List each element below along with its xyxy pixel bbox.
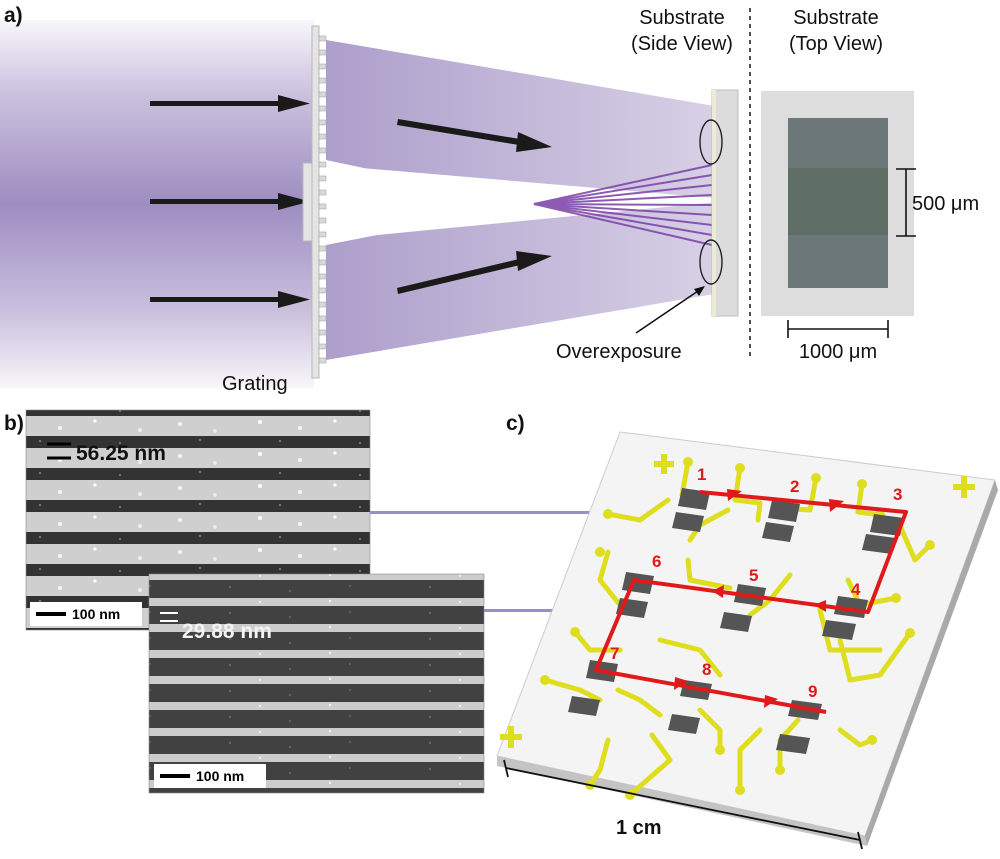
- device-number-3: 3: [893, 485, 902, 504]
- device-number-2: 2: [790, 477, 799, 496]
- top-view-title-1: Substrate: [793, 7, 879, 29]
- alignment-crosses: [500, 454, 975, 748]
- side-view-title-2: (Side View): [631, 33, 733, 55]
- grating: [302, 25, 327, 379]
- chip-scale-bar: [503, 759, 863, 850]
- width-dimension-label: 1000 μm: [799, 341, 877, 363]
- panel-label-c: c): [506, 412, 525, 435]
- top-view-title-2: (Top View): [789, 33, 883, 55]
- sem-1-scale-label: 100 nm: [72, 606, 120, 622]
- sem-1-period-label: 56.25 nm: [76, 442, 166, 465]
- device-number-6: 6: [652, 552, 661, 571]
- incident-arrows: [150, 95, 310, 308]
- device-number-8: 8: [702, 660, 711, 679]
- device-number-1: 1: [697, 465, 706, 484]
- diffracted-beam-lower: [326, 200, 738, 360]
- sem-2-scale-label: 100 nm: [196, 768, 244, 784]
- grating-label: Grating: [222, 373, 288, 395]
- device-numbers: 1 2 3 4 5 6 7 8 9: [610, 465, 902, 701]
- diffracted-arrows: [397, 119, 552, 294]
- substrate-side-view: [635, 89, 739, 334]
- substrate-top-view: [761, 91, 916, 338]
- measurement-path: [594, 490, 908, 714]
- panel-a-beams: [0, 20, 738, 388]
- sem-image-2: 29.88 nm 100 nm: [148, 573, 485, 794]
- chip: 1 2 3 4 5 6 7 8 9: [496, 431, 998, 846]
- diffracted-beam-upper: [326, 40, 738, 200]
- device-number-5: 5: [749, 566, 758, 585]
- overexposure-ring-bottom: [699, 239, 723, 285]
- interference-fringes: [533, 164, 713, 246]
- overexposure-ring-top: [699, 119, 723, 165]
- device-number-9: 9: [808, 682, 817, 701]
- device-number-7: 7: [610, 644, 619, 663]
- device-number-4: 4: [851, 580, 861, 599]
- height-dimension-label: 500 μm: [912, 193, 979, 215]
- side-view-title-1: Substrate: [639, 7, 725, 29]
- panel-label-b: b): [4, 412, 24, 435]
- path-arrowheads: [674, 489, 844, 708]
- overexposure-label: Overexposure: [556, 341, 682, 363]
- device-pads: [568, 488, 904, 754]
- chip-scale-label: 1 cm: [616, 817, 662, 839]
- sem-2-period-label: 29.88 nm: [182, 620, 272, 643]
- shadow-triangle: [326, 160, 534, 245]
